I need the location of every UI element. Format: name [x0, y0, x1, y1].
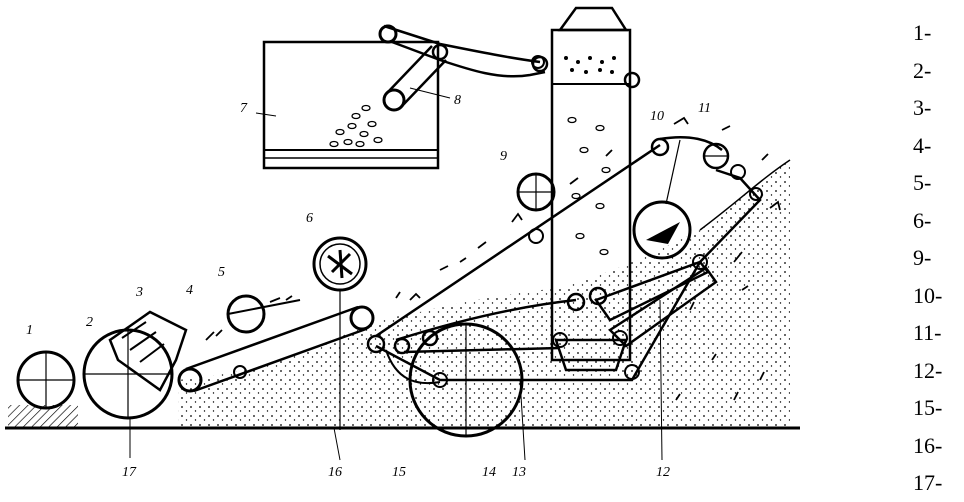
callout-4: 4 — [186, 283, 193, 298]
callout-labels: 1 2 3 4 5 6 7 8 9 10 11 12 13 14 15 16 1… — [26, 93, 711, 480]
legend-item: 1- — [913, 20, 932, 45]
callout-leaders — [129, 87, 663, 461]
inclined-conveyor — [375, 135, 730, 338]
callout-8: 8 — [454, 93, 461, 108]
legend-item: 15- — [913, 395, 943, 420]
elevator-tower — [531, 6, 641, 372]
callout-14: 14 — [482, 465, 496, 480]
legend-item: 4- — [913, 132, 932, 158]
callout-10: 10 — [650, 109, 664, 124]
unloading-conveyor — [378, 24, 549, 112]
storage-bin — [262, 40, 440, 170]
callout-2: 2 — [86, 315, 93, 330]
soil-heap — [178, 160, 790, 428]
debris-marks — [205, 116, 781, 401]
callout-9: 9 — [500, 149, 507, 164]
callout-1: 1 — [26, 323, 33, 338]
front-drum — [16, 350, 76, 410]
feed-conveyor — [177, 305, 375, 393]
callout-16: 16 — [328, 465, 342, 480]
cutting-wheel — [82, 310, 188, 420]
legend-item: 10- — [913, 282, 943, 308]
legend-item: 6- — [913, 207, 932, 233]
legend-item: 2- — [913, 57, 932, 83]
legend-item: 17- — [913, 470, 943, 495]
callout-5: 5 — [218, 265, 225, 280]
callout-13: 13 — [512, 465, 526, 480]
separating-drum — [312, 236, 368, 430]
legend-item: 5- — [913, 170, 932, 195]
ground — [5, 159, 800, 430]
machine-schematic: 1 2 3 4 5 6 7 8 9 10 11 12 13 14 15 16 1… — [5, 6, 800, 480]
legend-item: 16- — [913, 432, 943, 458]
legend-item: 9- — [913, 245, 932, 270]
callout-11: 11 — [698, 101, 711, 116]
legend-item: 3- — [913, 95, 932, 120]
support-wheel — [408, 322, 524, 438]
separating-conveyor — [366, 298, 577, 385]
callout-7: 7 — [240, 101, 248, 116]
callout-15: 15 — [392, 465, 406, 480]
callout-12: 12 — [656, 465, 670, 480]
callout-3: 3 — [135, 285, 143, 300]
legend-list: 1- 2- 3- 4- 5- 6- 9- 10- 11- 12- 15- 16-… — [913, 14, 963, 502]
ground-hatch — [8, 405, 78, 428]
legend-item: 11- — [913, 320, 942, 345]
press-roller — [226, 294, 301, 334]
callout-17: 17 — [122, 465, 137, 480]
diagram-canvas: 1 2 3 4 5 6 7 8 9 10 11 12 13 14 15 16 1… — [5, 6, 800, 480]
legend-item: 12- — [913, 357, 943, 383]
callout-6: 6 — [306, 211, 313, 226]
cleaning-rotor — [632, 139, 692, 260]
